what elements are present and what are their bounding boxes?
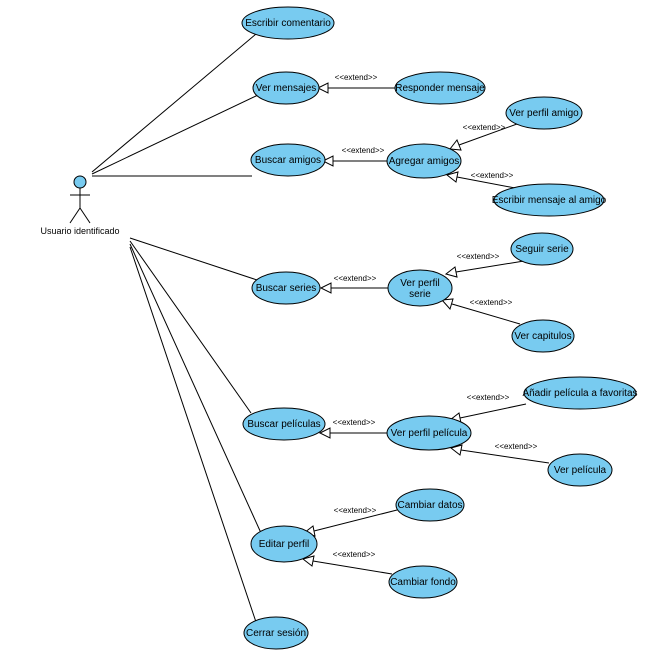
usecase-label: Ver perfil película [391, 428, 468, 439]
extend-arrowhead [301, 555, 315, 567]
actor-left-leg [69, 207, 81, 224]
usecase-label: Escribir comentario [245, 18, 331, 29]
usecase-ver-mensajes[interactable] [252, 71, 320, 105]
usecase-buscar-series[interactable] [251, 271, 321, 305]
extend-arrowhead [318, 427, 331, 439]
extend-label: <<extend>> [342, 146, 385, 155]
usecase-ver-perfil-amigo[interactable] [505, 96, 583, 130]
assoc-cerrar-sesion [129, 246, 257, 623]
extend-labels: <<extend>> <<extend>> <<extend>> <<exten… [333, 73, 538, 559]
extend-label: <<extend>> [335, 73, 378, 82]
extend-label: <<extend>> [457, 252, 500, 261]
extend-perfil-amigo-agregar [458, 123, 518, 146]
actor-usuario-identificado: Usuario identificado [40, 175, 120, 236]
usecase-label: Agregar amigos [389, 156, 460, 167]
usecase-escribir-mensaje-amigo[interactable] [493, 183, 605, 217]
extend-label: <<extend>> [467, 393, 510, 402]
assoc-buscar-peliculas [129, 240, 252, 414]
extend-arrowhead [319, 282, 332, 294]
actor-label: Usuario identificado [40, 226, 119, 236]
extend-escribir-amigo-agregar [456, 176, 516, 189]
usecase-cambiar-datos[interactable] [395, 488, 465, 522]
usecase-label: Buscar series [256, 283, 317, 294]
extend-cambiar-datos [313, 509, 398, 532]
usecase-label: Editar perfil [259, 539, 310, 550]
extend-arrowhead [444, 266, 458, 278]
extend-label: <<extend>> [471, 171, 514, 180]
extend-ver-capitulos [451, 303, 521, 325]
usecase-label: Buscar amigos [255, 155, 321, 166]
extend-label: <<extend>> [334, 506, 377, 515]
assoc-editar-perfil [129, 243, 262, 534]
extend-label: <<extend>> [470, 298, 513, 307]
assoc-buscar-series [129, 237, 258, 281]
usecase-cerrar-sesion[interactable] [243, 616, 309, 650]
usecase-label: Cerrar sesión [246, 628, 306, 639]
usecase-ver-perfil-serie[interactable] [387, 269, 453, 307]
use-cases [241, 6, 637, 650]
usecase-label: Ver capitulos [514, 331, 571, 342]
use-case-labels: Escribir comentario Ver mensajes Respond… [245, 18, 637, 639]
assoc-ver-mensajes [91, 94, 259, 175]
extend-label: <<extend>> [333, 550, 376, 559]
extend-anadir-favoritas [459, 403, 527, 419]
usecase-agregar-amigos[interactable] [386, 143, 462, 179]
usecase-ver-perfil-pelicula[interactable] [386, 415, 472, 451]
usecase-label: Ver perfil [400, 278, 439, 289]
extend-arrowhead [449, 139, 462, 151]
extend-ver-pelicula [460, 449, 550, 464]
extend-label: <<extend>> [333, 418, 376, 427]
extend-arrowhead [316, 82, 329, 94]
extend-arrowhead [440, 298, 454, 311]
usecase-seguir-serie[interactable] [510, 232, 574, 266]
extend-arrowhead [445, 171, 459, 183]
usecase-label: Cambiar datos [397, 500, 462, 511]
usecase-anadir-favoritas[interactable] [523, 376, 637, 410]
usecase-label: Ver perfil amigo [509, 108, 579, 119]
actor-head [73, 175, 87, 189]
usecase-label: Ver película [554, 465, 607, 476]
usecase-buscar-peliculas[interactable] [242, 407, 326, 441]
extend-seguir-serie [455, 260, 525, 273]
usecase-label: Escribir mensaje al amigo [492, 195, 607, 206]
extend-cambiar-fondo [312, 560, 393, 575]
extend-arrowhead [321, 155, 334, 167]
extend-arrowhead [449, 444, 463, 456]
usecase-escribir-comentario[interactable] [241, 6, 335, 40]
extend-label: <<extend>> [463, 123, 506, 132]
extend-label: <<extend>> [495, 442, 538, 451]
extend-label: <<extend>> [334, 274, 377, 283]
assoc-escribir-comentario [91, 33, 257, 173]
usecase-label: Añadir película a favoritas [522, 388, 637, 399]
usecase-editar-perfil[interactable] [250, 525, 318, 563]
usecase-buscar-amigos[interactable] [250, 143, 326, 177]
usecase-label: Cambiar fondo [390, 577, 456, 588]
actor-right-leg [79, 207, 91, 224]
usecase-label: Seguir serie [515, 244, 569, 255]
usecase-responder-mensaje[interactable] [394, 71, 486, 105]
usecase-cambiar-fondo[interactable] [388, 565, 458, 599]
usecase-ver-capitulos[interactable] [511, 319, 575, 353]
usecase-label: serie [409, 289, 431, 300]
usecase-label: Ver mensajes [256, 83, 317, 94]
usecase-label: Responder mensaje [395, 83, 485, 94]
usecase-ver-pelicula[interactable] [547, 453, 613, 487]
associations [91, 33, 262, 623]
usecase-label: Buscar películas [247, 419, 320, 430]
